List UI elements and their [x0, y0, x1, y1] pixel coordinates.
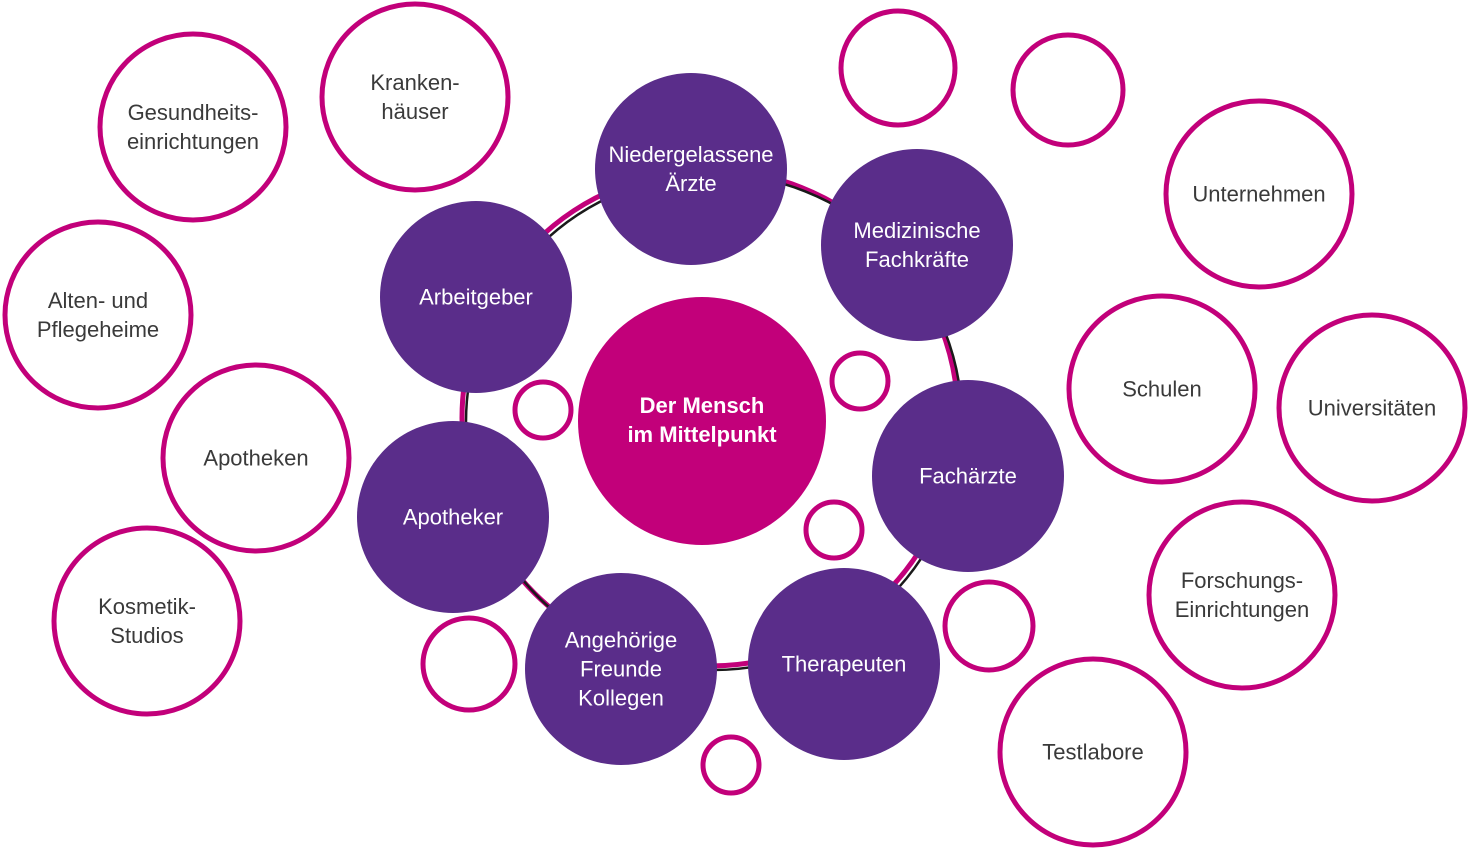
inner-circle-label: Ärzte — [665, 171, 716, 196]
outer-circle-krankenhaeuser — [319, 1, 511, 193]
center-circle-label: im Mittelpunkt — [627, 422, 777, 447]
empty-circle — [512, 379, 574, 441]
inner-circle-shape — [821, 149, 1013, 341]
empty-circle — [838, 8, 958, 128]
inner-circle-shape — [380, 201, 572, 393]
empty-circle — [803, 499, 865, 561]
outer-circle-forschungseinrichtungen — [1146, 499, 1338, 691]
inner-circle-label: Therapeuten — [782, 652, 907, 677]
inner-circle-medizinische-fachkraefte — [821, 149, 1013, 341]
outer-circle-testlabore — [997, 656, 1189, 848]
inner-circle-apotheker — [357, 421, 549, 613]
inner-circle-label: Niedergelassene — [608, 142, 773, 167]
outer-circle-shape — [160, 362, 352, 554]
outer-circle-label: Schulen — [1122, 377, 1202, 402]
outer-circle-shape — [51, 525, 243, 717]
outer-circle-apotheken — [160, 362, 352, 554]
inner-circle-angehoerige — [525, 573, 717, 765]
inner-circle-therapeuten — [748, 568, 940, 760]
outer-circle-label: Unternehmen — [1192, 182, 1325, 207]
outer-circle-label: Testlabore — [1042, 740, 1144, 765]
inner-circle-shape — [748, 568, 940, 760]
outer-circle-shape — [319, 1, 511, 193]
inner-circle-label: Freunde — [580, 657, 662, 682]
inner-circle-label: Angehörige — [565, 628, 678, 653]
inner-circle-shape — [872, 380, 1064, 572]
inner-circle-label: Apotheker — [403, 505, 503, 530]
outer-circle-shape — [1146, 499, 1338, 691]
outer-circle-label: einrichtungen — [127, 129, 259, 154]
center-circle-shape — [578, 297, 826, 545]
outer-circle-shape — [97, 31, 289, 223]
inner-circle-label: Fachkräfte — [865, 247, 969, 272]
outer-circle-label: Universitäten — [1308, 396, 1436, 421]
outer-circle-alten-pflegeheime — [2, 219, 194, 411]
inner-circle-shape — [525, 573, 717, 765]
outer-circle-label: Kranken- — [370, 70, 459, 95]
outer-circle-gesundheitseinrichtungen — [97, 31, 289, 223]
empty-circle — [1010, 32, 1126, 148]
inner-circle-label: Arbeitgeber — [419, 285, 533, 310]
empty-circle — [829, 350, 891, 412]
outer-circle-label: Apotheken — [203, 446, 308, 471]
outer-circle-label: Einrichtungen — [1175, 597, 1310, 622]
outer-circle-shape — [2, 219, 194, 411]
center-circle-label: Der Mensch — [640, 393, 765, 418]
outer-circle-shape — [1163, 98, 1355, 290]
outer-circle-label: Kosmetik- — [98, 594, 196, 619]
outer-circle-label: Alten- und — [48, 288, 148, 313]
center-circle — [578, 297, 826, 545]
inner-circle-label: Kollegen — [578, 686, 664, 711]
inner-circle-shape — [595, 73, 787, 265]
inner-circle-niedergelassene-aerzte — [595, 73, 787, 265]
outer-circle-label: Pflegeheime — [37, 317, 159, 342]
inner-circle-label: Fachärzte — [919, 464, 1017, 489]
outer-circle-label: Gesundheits- — [128, 100, 259, 125]
outer-circle-shape — [1276, 312, 1468, 504]
empty-circle — [700, 734, 762, 796]
inner-circle-fachaerzte — [872, 380, 1064, 572]
outer-circle-label: Forschungs- — [1181, 568, 1303, 593]
empty-circles — [420, 8, 1126, 796]
empty-circle — [420, 615, 518, 713]
inner-circle-label: Medizinische — [853, 218, 980, 243]
inner-circle-shape — [357, 421, 549, 613]
outer-circle-shape — [997, 656, 1189, 848]
outer-circle-label: Studios — [110, 623, 183, 648]
outer-circle-unternehmen — [1163, 98, 1355, 290]
outer-circle-kosmetik-studios — [51, 525, 243, 717]
outer-circle-schulen — [1066, 293, 1258, 485]
outer-circle-shape — [1066, 293, 1258, 485]
empty-circle — [942, 579, 1036, 673]
outer-circle-label: häuser — [381, 99, 448, 124]
inner-circle-arbeitgeber — [380, 201, 572, 393]
outer-circle-universitaeten — [1276, 312, 1468, 504]
